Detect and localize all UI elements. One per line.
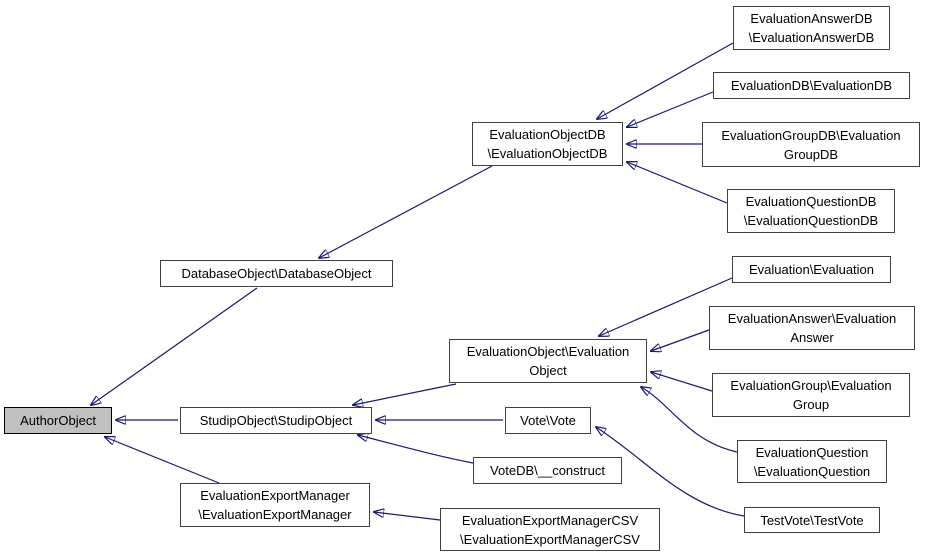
node-evaluation-object[interactable]: EvaluationObject\Evaluation Object: [449, 339, 647, 383]
edge-evaluationanswer-to-evaluationobject: [651, 329, 710, 351]
edge-evaluationexportmanagercsv-to-evaluationexportmanager: [374, 512, 441, 521]
node-evaluation-question-db[interactable]: EvaluationQuestionDB \EvaluationQuestion…: [727, 189, 895, 233]
node-evaluation-question[interactable]: EvaluationQuestion \EvaluationQuestion: [737, 440, 887, 483]
edge-evaluationobject-to-studipobject: [353, 383, 457, 405]
node-evaluation[interactable]: Evaluation\Evaluation: [732, 256, 891, 283]
node-evaluation-group[interactable]: EvaluationGroup\Evaluation Group: [712, 373, 910, 417]
edge-evaluationgroup-to-evaluationobject: [651, 372, 713, 392]
edge-evaluationquestion-to-evaluationobject: [641, 387, 738, 453]
edge-votedb-to-studipobject: [358, 435, 474, 464]
node-evaluation-export-manager[interactable]: EvaluationExportManager \EvaluationExpor…: [180, 483, 370, 527]
edge-evaluationquestiondb-to-evaluationobjectdb: [627, 162, 728, 204]
node-evaluation-answer-db[interactable]: EvaluationAnswerDB \EvaluationAnswerDB: [733, 6, 890, 50]
node-evaluation-export-manager-csv[interactable]: EvaluationExportManagerCSV \EvaluationEx…: [440, 508, 660, 551]
node-evaluation-db[interactable]: EvaluationDB\EvaluationDB: [713, 72, 910, 99]
node-evaluation-group-db[interactable]: EvaluationGroupDB\Evaluation GroupDB: [702, 122, 920, 167]
edge-testvote-to-vote: [596, 427, 745, 517]
node-evaluation-object-db[interactable]: EvaluationObjectDB \EvaluationObjectDB: [472, 122, 623, 166]
edge-evaluation-to-evaluationobject: [599, 277, 733, 336]
node-author-object[interactable]: AuthorObject: [4, 407, 112, 434]
edge-evaluationanswerdb-to-evaluationobjectdb: [597, 42, 734, 119]
edge-evaluationdb-to-evaluationobjectdb: [627, 91, 714, 127]
node-evaluation-answer[interactable]: EvaluationAnswer\Evaluation Answer: [709, 306, 915, 350]
edge-evaluationobjectdb-to-databaseobject: [319, 165, 493, 258]
edge-evaluationexportmanager-to-authorobject: [105, 437, 220, 484]
node-test-vote[interactable]: TestVote\TestVote: [744, 507, 880, 533]
node-studip-object[interactable]: StudipObject\StudipObject: [180, 407, 372, 434]
node-votedb-construct[interactable]: VoteDB\__construct: [473, 457, 622, 484]
node-database-object[interactable]: DatabaseObject\DatabaseObject: [160, 260, 393, 287]
node-vote[interactable]: Vote\Vote: [505, 407, 591, 434]
edge-databaseobject-to-authorobject: [91, 287, 258, 405]
